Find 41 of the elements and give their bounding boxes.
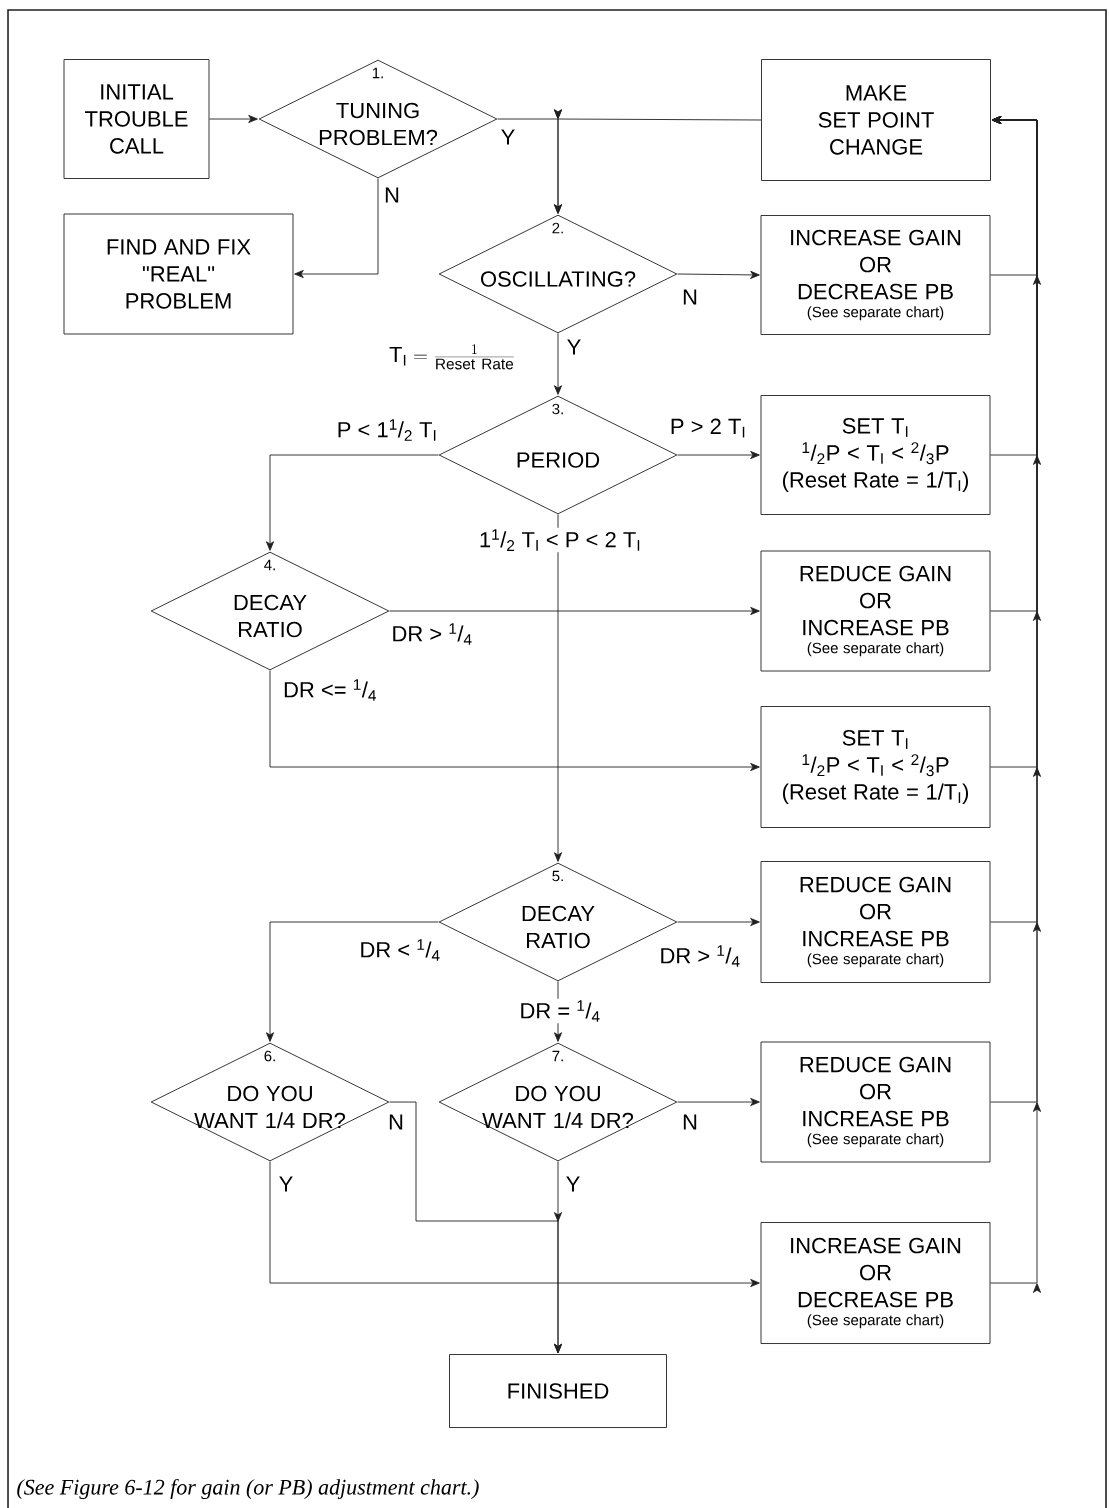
arrow	[269, 670, 760, 772]
caption: (See Figure 6-12 for gain (or PB) adjustment chart.)	[17, 1478, 479, 1500]
arrow	[389, 607, 760, 616]
edge-label: Y	[499, 127, 517, 147]
process-box: SET T$_{I}$ $^{1}$/$_{2}$P < T$_{I}$ < $^{2}$/$_{3}$P (Reset Rate = 1/T$_{I}$)	[760, 395, 991, 515]
process-box: INCREASE GAIN OR DECREASE PB (See separate chart)	[760, 1222, 991, 1344]
arrow	[677, 451, 760, 460]
arrow	[266, 921, 439, 1042]
edge-label: Y	[565, 337, 583, 357]
formula: $\mathrm{T_{I}} = \frac{1}{\mathrm{Reset\ Rate}}$	[389, 344, 514, 370]
edge-label: DR > $^{1}$/$_{4}$	[389, 621, 475, 647]
edge-label: N	[382, 185, 402, 205]
edge-label: DR <= $^{1}$/$_{4}$	[281, 677, 379, 703]
arrow	[554, 333, 563, 395]
arrow	[990, 116, 1042, 1293]
process-box: FINISHED	[449, 1354, 667, 1428]
edge-label: Y	[277, 1174, 295, 1194]
arrow	[554, 514, 563, 862]
arrow	[677, 270, 760, 279]
process-box: INCREASE GAIN OR DECREASE PB (See separate chart)	[760, 215, 991, 335]
arrow	[209, 115, 258, 124]
arrow	[294, 178, 379, 279]
arrow	[677, 918, 760, 927]
process-box: REDUCE GAIN OR INCREASE PB (See separate chart)	[760, 550, 991, 672]
edge-label: N	[680, 287, 700, 307]
arrow	[554, 109, 762, 214]
edge-label: N	[680, 1112, 700, 1132]
arrow	[266, 454, 439, 551]
arrow	[389, 1101, 563, 1354]
process-box: MAKE SET POINT CHANGE	[761, 59, 991, 181]
edge-label: P < 1$^{1}$/$_{2}$ T$_{I}$	[335, 417, 439, 443]
process-box: FIND AND FIX "REAL" PROBLEM	[63, 213, 294, 335]
arrow	[269, 1161, 760, 1288]
process-box: INITIAL TROUBLE CALL	[63, 59, 210, 179]
edge-label: 1$^{1}$/$_{2}$ T$_{I}$ < P < 2 T$_{I}$	[477, 527, 643, 553]
edge-label: Y	[564, 1174, 582, 1194]
process-box: REDUCE GAIN OR INCREASE PB (See separate chart)	[760, 1041, 991, 1163]
arrow	[677, 1098, 760, 1107]
edge-label: DR = $^{1}$/$_{4}$	[517, 998, 603, 1024]
process-box: REDUCE GAIN OR INCREASE PB (See separate chart)	[760, 861, 991, 983]
process-box: SET T$_{I}$ $^{1}$/$_{2}$P < T$_{I}$ < $^{2}$/$_{3}$P (Reset Rate = 1/T$_{I}$)	[760, 706, 991, 828]
